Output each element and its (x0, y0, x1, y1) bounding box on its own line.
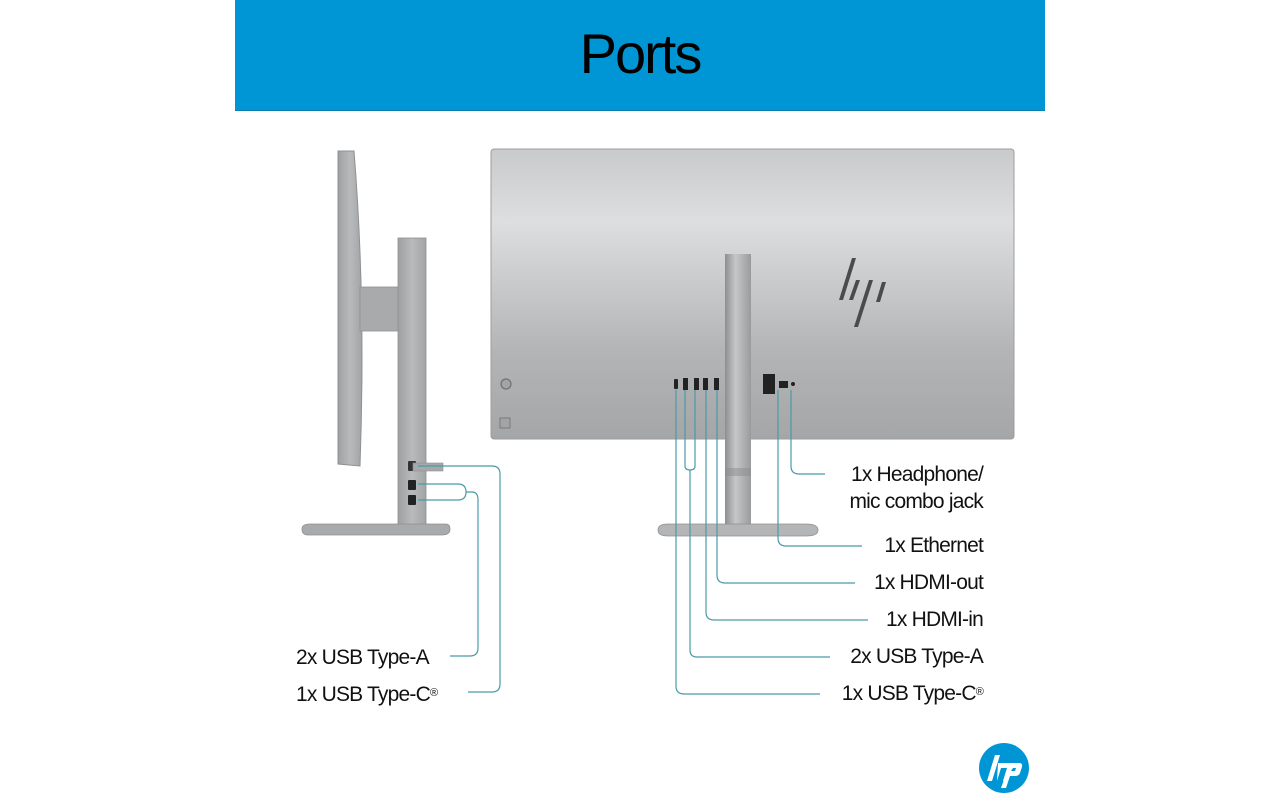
back-label-headphone-line2: mic combo jack (849, 490, 983, 513)
side-view-monitor (301, 150, 451, 536)
back-label-hdmi-out: 1x HDMI-out (873, 571, 984, 594)
page-title: Ports (579, 22, 703, 85)
callout-lines (418, 390, 868, 695)
back-view-monitor (490, 148, 1015, 537)
side-label-usb-type-c: 1x USB Type-C® (296, 683, 438, 706)
hp-logo-icon (979, 743, 1029, 793)
back-label-ethernet: 1x Ethernet (884, 534, 983, 557)
side-label-usb-type-a: 2x USB Type-A (296, 646, 430, 669)
back-label-headphone-line1: 1x Headphone/ (850, 463, 984, 486)
hp-engraved-logo (839, 258, 886, 327)
back-label-usb-type-a: 2x USB Type-A (850, 645, 984, 668)
back-label-hdmi-in: 1x HDMI-in (885, 608, 984, 631)
back-label-usb-type-c: 1x USB Type-C® (841, 682, 984, 705)
header-banner: Ports (235, 0, 1045, 111)
